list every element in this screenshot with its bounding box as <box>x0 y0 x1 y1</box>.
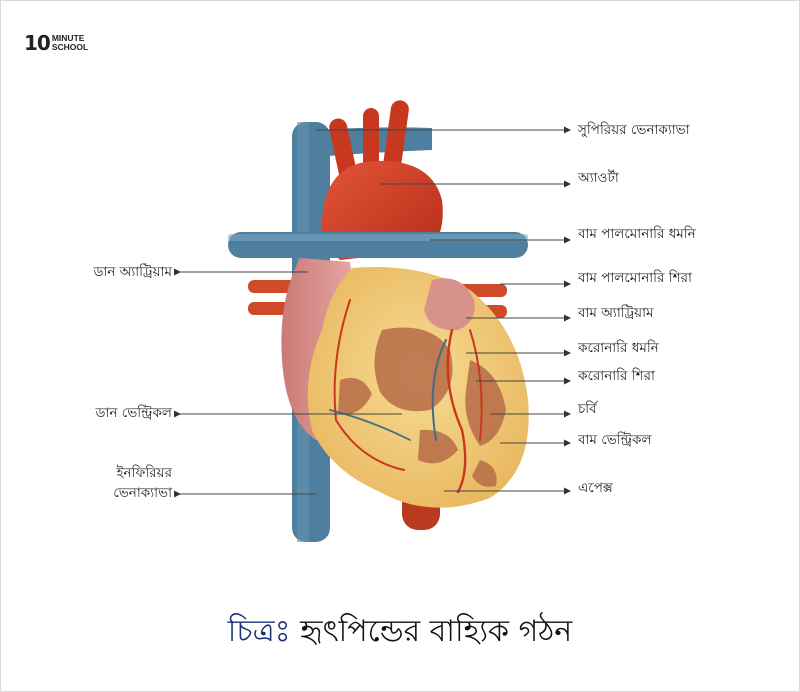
brand-logo: 10 MINUTE SCHOOL <box>24 31 88 55</box>
coronary-vessels <box>329 299 483 494</box>
label-inferior-vena-cava-line-1: ইনফিরিয়র <box>116 465 172 481</box>
caption-title: হৃৎপিন্ডের বাহ্যিক গঠন <box>300 614 573 649</box>
logo-number: 10 <box>24 31 51 55</box>
label-inferior-vena-cava-line-2: ভেনাক্যাভা <box>113 485 172 501</box>
label-left-ventricle: বাম ভেন্ট্রিকল <box>578 432 652 448</box>
logo-line-1: MINUTE <box>51 33 85 43</box>
label-right-ventricle: ডান ভেন্ট্রিকল <box>95 405 172 421</box>
label-left-pulmonary-vein: বাম পালমোনারি শিরা <box>578 270 692 286</box>
figure-caption: চিত্রঃ হৃৎপিন্ডের বাহ্যিক গঠন <box>0 612 800 652</box>
label-coronary-vein: করোনারি শিরা <box>578 368 655 384</box>
label-apex: এপেক্স <box>578 480 613 496</box>
label-fat: চর্বি <box>578 401 597 417</box>
label-left-atrium: বাম অ্যাট্রিয়াম <box>578 305 654 321</box>
left-atrium <box>424 278 475 331</box>
logo-line-2: SCHOOL <box>51 42 89 52</box>
label-right-atrium: ডান অ্যাট্রিয়াম <box>93 264 172 280</box>
label-superior-vena-cava: সুপিরিয়র ভেনাক্যাভা <box>578 122 690 138</box>
label-coronary-artery: করোনারি ধমনি <box>578 340 659 356</box>
label-left-pulmonary-artery: বাম পালমোনারি ধমনি <box>578 226 696 242</box>
label-aorta: অ্যাওর্টা <box>578 170 619 186</box>
logo-wordmark: MINUTE SCHOOL <box>52 34 88 52</box>
caption-lead: চিত্রঃ <box>227 614 291 649</box>
pulmonary-artery <box>228 232 528 258</box>
